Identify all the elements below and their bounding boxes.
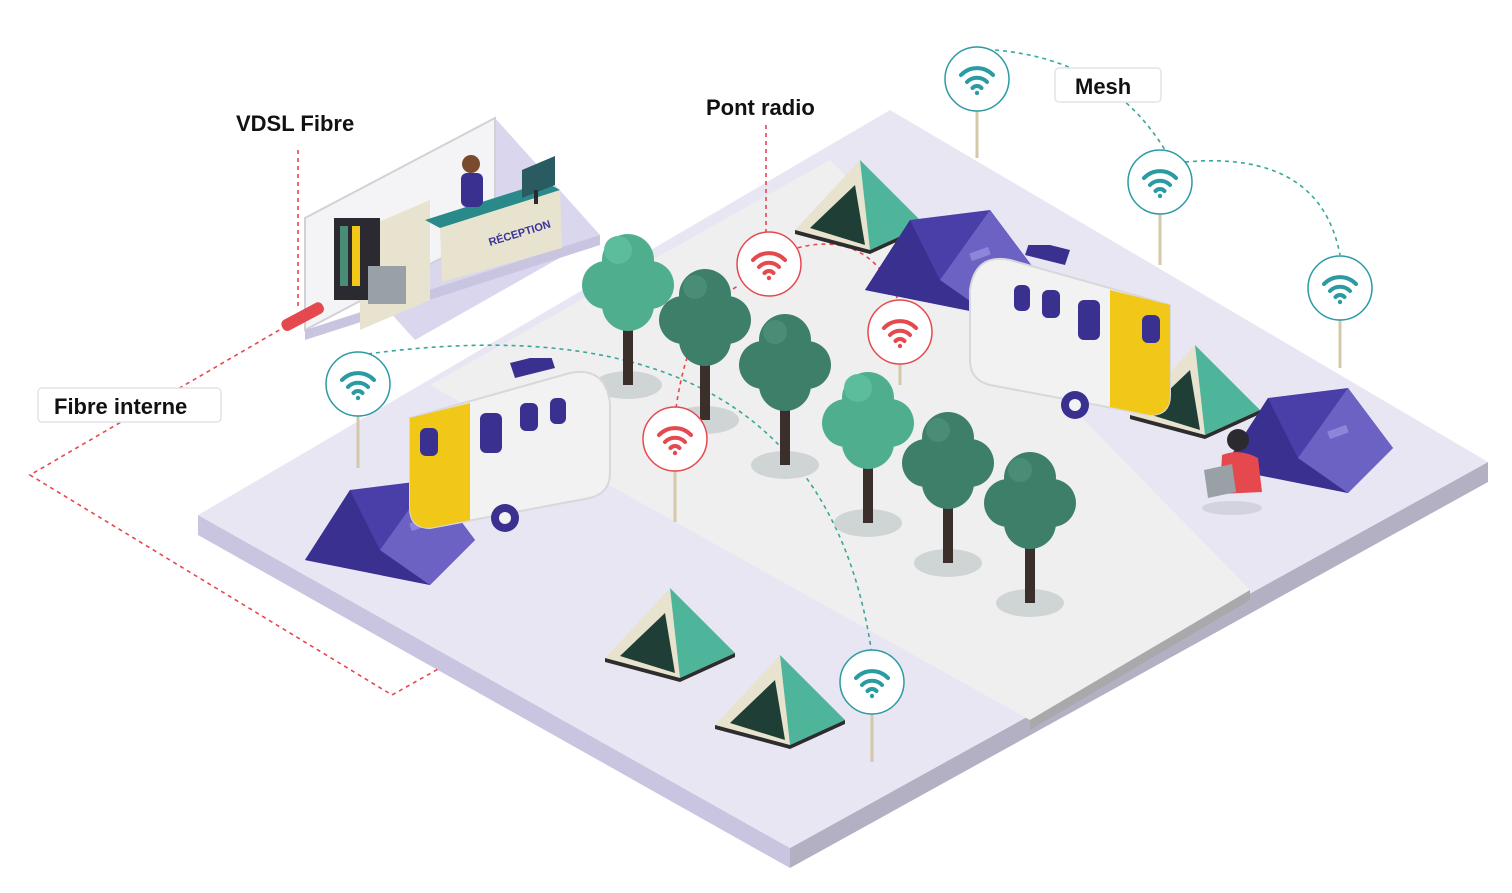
- wifi-icon: [1126, 148, 1194, 216]
- label-pont-radio: Pont radio: [706, 95, 815, 120]
- person-with-laptop: [1202, 429, 1262, 515]
- wifi-icon: [324, 350, 392, 418]
- monitor: [522, 156, 555, 204]
- path-edge: [1030, 590, 1250, 730]
- wifi-access-points: [324, 45, 1374, 762]
- wifi-icon: [1306, 254, 1374, 322]
- wifi-icon: [735, 230, 803, 298]
- fibre-connector: [281, 302, 325, 331]
- wifi-icon: [866, 298, 934, 366]
- receptionist: [461, 155, 483, 207]
- label-vdsl-fibre: VDSL Fibre: [236, 111, 354, 136]
- router-box: [368, 266, 406, 304]
- wifi-icon: [838, 648, 906, 716]
- reception-desk-front: [440, 190, 562, 282]
- mesh-arc-right: [1184, 160, 1341, 256]
- wifi-icon: [641, 405, 709, 473]
- wifi-icon: [943, 45, 1011, 113]
- label-fibre-interne: Fibre interne: [54, 394, 187, 419]
- label-mesh: Mesh: [1075, 74, 1131, 99]
- mesh-arc-left: [359, 344, 873, 656]
- reception-building: RÉCEPTION: [304, 116, 600, 340]
- fibre-interne-line: [28, 317, 441, 696]
- platform-side-left: [198, 515, 790, 868]
- label-fibre-interne-pill: Fibre interne: [37, 387, 222, 423]
- label-mesh-pill: Mesh: [1054, 67, 1162, 103]
